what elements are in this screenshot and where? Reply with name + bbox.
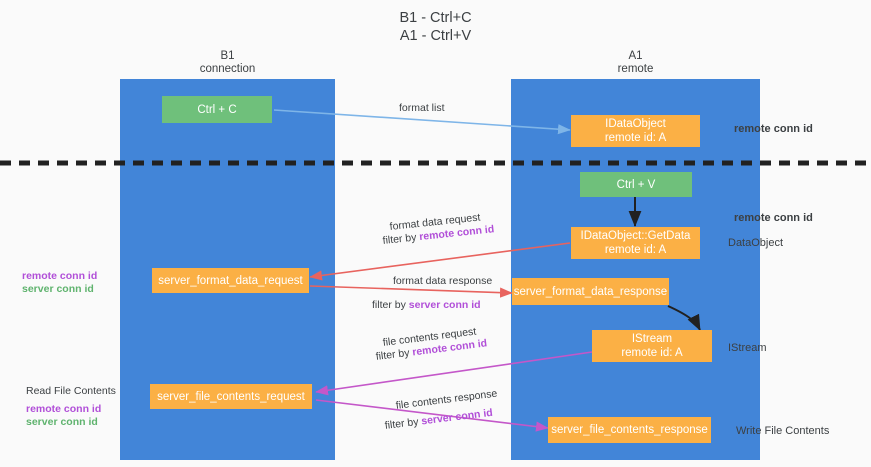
lane-header-b1-name: B1	[220, 50, 235, 62]
node-getdata-title: IDataObject::GetData	[580, 230, 691, 242]
lane-header-b1: B1 connection	[120, 50, 335, 76]
annotation-read-file-contents: Read File Contents	[26, 385, 116, 397]
node-idataobject[interactable]: IDataObject remote id: A	[571, 115, 700, 147]
diagram-title-line-1: B1 - Ctrl+C	[399, 10, 472, 26]
edge-label-format-list: format list	[399, 102, 445, 114]
annotation-left-server-conn-id-2: server conn id	[26, 416, 98, 428]
lane-header-a1-name: A1	[628, 50, 643, 62]
node-server-format-data-request[interactable]: server_format_data_request	[152, 268, 309, 293]
filter-prefix: filter by	[384, 415, 423, 432]
node-server-format-data-request-label: server_format_data_request	[158, 274, 303, 287]
filter-prefix: filter by	[382, 231, 420, 247]
node-server-file-contents-response[interactable]: server_file_contents_response	[548, 417, 711, 443]
filter-prefix: filter by	[372, 299, 409, 311]
node-ctrl-v[interactable]: Ctrl + V	[580, 172, 692, 197]
node-server-file-contents-response-label: server_file_contents_response	[551, 424, 708, 436]
node-server-file-contents-request-label: server_file_contents_request	[157, 390, 305, 403]
filter-key-server-conn-id: server conn id	[408, 299, 481, 311]
edge-label-format-data-response-filter: filter by server conn id	[372, 298, 481, 312]
node-ctrl-v-label: Ctrl + V	[616, 178, 656, 191]
lane-header-a1-role: remote	[617, 63, 654, 75]
node-server-file-contents-request[interactable]: server_file_contents_request	[150, 384, 312, 409]
annotation-left-remote-conn-id-2: remote conn id	[26, 403, 102, 415]
node-ctrl-c-label: Ctrl + C	[197, 103, 237, 116]
node-istream-title: IStream	[631, 333, 673, 345]
annotation-write-file-contents: Write File Contents	[736, 425, 830, 437]
filter-prefix: filter by	[375, 346, 414, 363]
node-idataobject-title: IDataObject	[605, 118, 666, 130]
annotation-left-remote-conn-id: remote conn id	[22, 270, 98, 282]
filter-key-server-conn-id: server conn id	[420, 406, 494, 428]
node-ctrl-c[interactable]: Ctrl + C	[162, 96, 272, 123]
annotation-dataobject: DataObject	[728, 237, 784, 249]
node-idataobject-subtitle: remote id: A	[604, 132, 667, 144]
node-istream-subtitle: remote id: A	[621, 347, 683, 359]
edge-label-format-data-response: format data response	[393, 275, 493, 287]
annotation-left-server-conn-id: server conn id	[22, 283, 94, 295]
lane-header-a1: A1 remote	[511, 50, 760, 76]
diagram-title-line-2: A1 - Ctrl+V	[399, 28, 472, 44]
annotation-remote-conn-id-top: remote conn id	[734, 123, 813, 135]
node-getdata-subtitle: remote id: A	[604, 244, 667, 256]
annotation-istream: IStream	[728, 342, 767, 354]
node-istream[interactable]: IStream remote id: A	[592, 330, 712, 362]
lane-header-b1-role: connection	[199, 63, 256, 75]
annotation-remote-conn-id-mid: remote conn id	[734, 212, 813, 224]
node-server-format-data-response-label: server_format_data_response	[513, 285, 668, 298]
node-getdata[interactable]: IDataObject::GetData remote id: A	[571, 227, 700, 259]
node-server-format-data-response[interactable]: server_format_data_response	[512, 278, 669, 305]
